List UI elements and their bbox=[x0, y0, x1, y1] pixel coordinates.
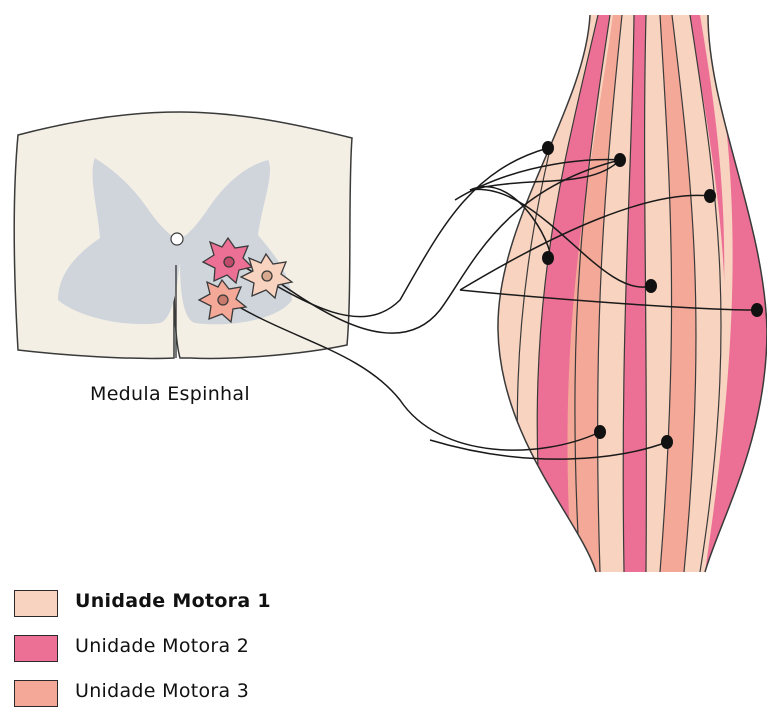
legend-label: Unidade Motora 1 bbox=[75, 590, 271, 612]
legend-swatch bbox=[14, 680, 58, 707]
central-canal bbox=[171, 233, 183, 245]
legend-label: Unidade Motora 2 bbox=[75, 635, 249, 657]
junction-dot bbox=[542, 251, 554, 265]
spinal-cord-outline bbox=[14, 112, 352, 358]
junction-dot bbox=[542, 141, 554, 155]
spinal-cord bbox=[14, 112, 352, 358]
spinal-cord-caption: Medula Espinhal bbox=[90, 383, 250, 405]
junction-dot bbox=[751, 303, 763, 317]
junction-dot bbox=[661, 435, 673, 449]
muscle bbox=[480, 10, 767, 580]
junction-dot bbox=[614, 153, 626, 167]
junction-dot bbox=[704, 189, 716, 203]
legend-label: Unidade Motora 3 bbox=[75, 680, 249, 702]
legend-swatch bbox=[14, 635, 58, 662]
legend-swatch bbox=[14, 590, 58, 617]
junction-dot bbox=[645, 279, 657, 293]
junction-dot bbox=[594, 425, 606, 439]
